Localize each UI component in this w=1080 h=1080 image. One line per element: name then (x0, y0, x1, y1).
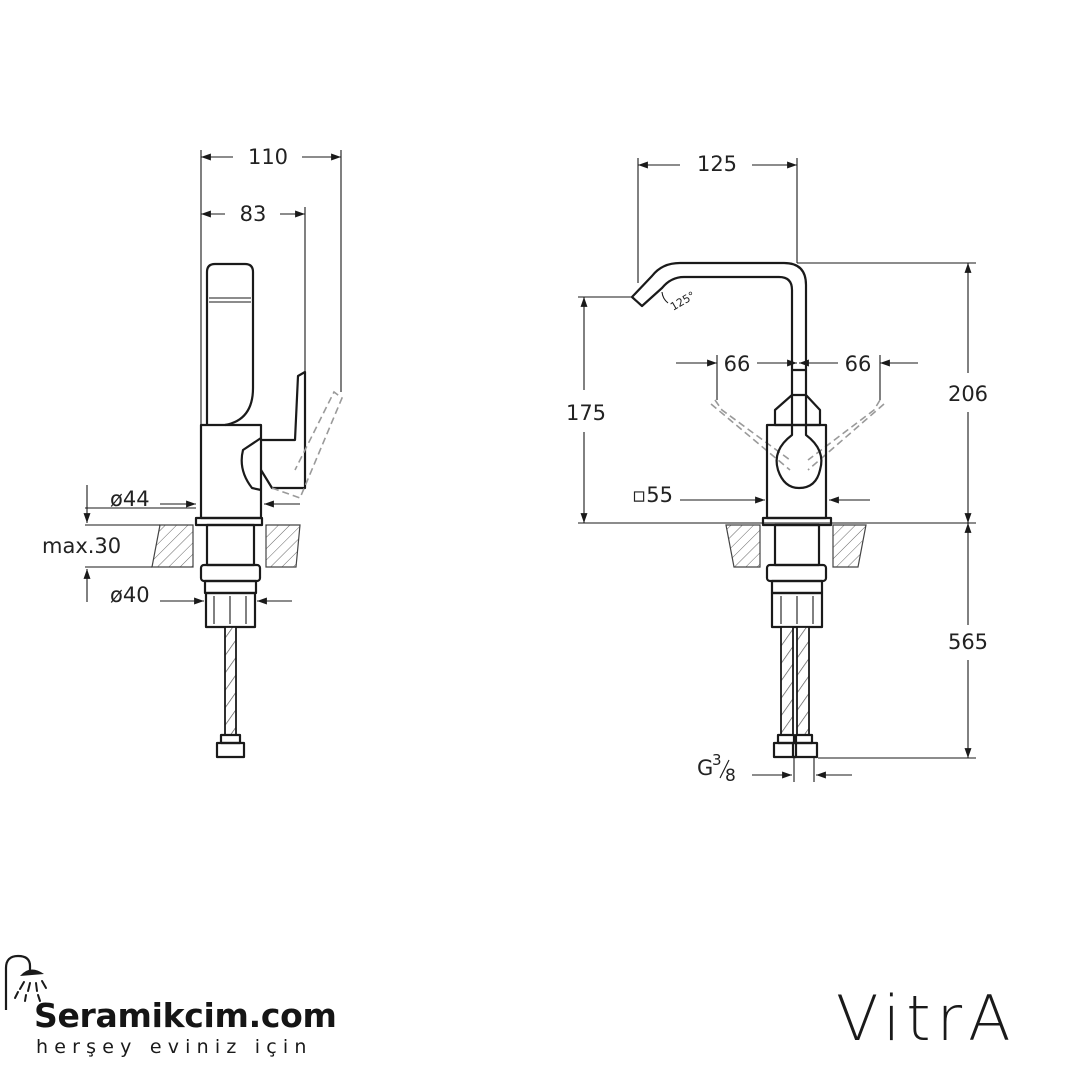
dim-lever-left: 66 (724, 352, 751, 376)
dim-body-diameter: ø44 (110, 487, 150, 511)
dim-lever-right: 66 (845, 352, 872, 376)
side-view: 110 83 ø (42, 145, 343, 759)
vitra-logo: VitrA (836, 982, 1017, 1055)
dim-spout-reach: 125 (697, 152, 737, 176)
side-body (199, 423, 263, 520)
dim-connection-den: 8 (725, 766, 736, 786)
dim-connection-g: G (697, 756, 713, 780)
dim-spout-angle: 125° (668, 289, 697, 314)
dim-spout-height: 175 (566, 401, 606, 425)
front-view: 125 175 206 565 125° 66 66 (566, 152, 988, 786)
side-hose (224, 626, 237, 736)
site-tld: .com (248, 996, 337, 1035)
side-spout-head (205, 262, 255, 427)
site-name-text: Seramikcim (34, 996, 249, 1035)
side-lever (260, 370, 307, 490)
front-lever (775, 393, 823, 490)
shower-head-icon (4, 954, 47, 1010)
side-lever-knob (240, 437, 262, 492)
dim-handle-depth: 83 (240, 202, 267, 226)
dim-base-square: ▫55 (632, 483, 673, 507)
front-hose-right (796, 626, 810, 736)
dim-connection-num: 3 (712, 751, 722, 769)
site-name: Seramikcim.com (34, 996, 337, 1035)
dim-width-total: 110 (248, 145, 288, 169)
front-hose-left (780, 626, 794, 736)
dim-total-height: 206 (948, 382, 988, 406)
site-tagline: herşey eviniz için (36, 1036, 313, 1058)
dim-hose-length: 565 (948, 630, 988, 654)
front-body (765, 423, 828, 520)
dim-shank-diameter: ø40 (110, 583, 150, 607)
front-spout (630, 261, 808, 372)
dim-max-counter: max.30 (42, 534, 121, 558)
